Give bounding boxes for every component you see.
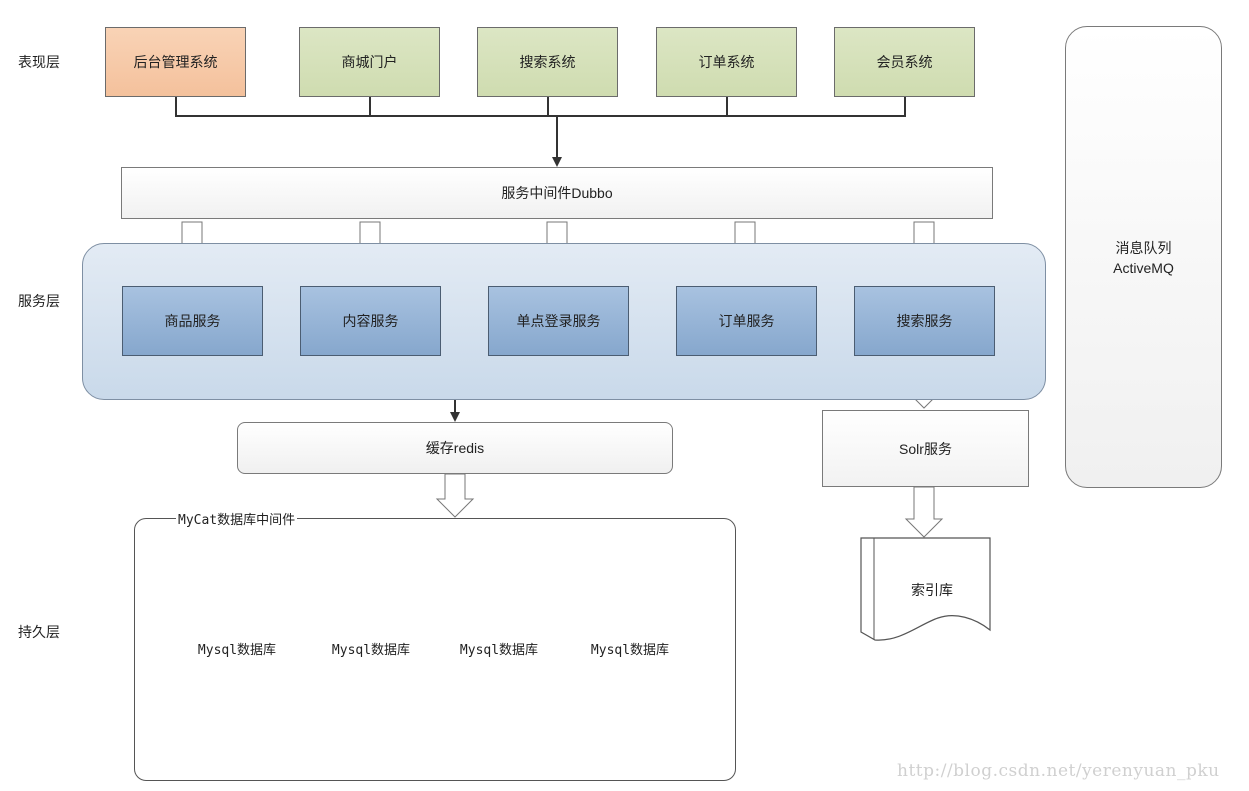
message-queue-product: ActiveMQ [1113, 260, 1174, 276]
message-queue-label: 消息队列 [1115, 240, 1172, 256]
portal-system-box: 商城门户 [299, 27, 440, 97]
mysql-db-label-4: Mysql数据库 [590, 643, 670, 658]
message-queue-box: 消息队列 ActiveMQ [1065, 26, 1222, 488]
order-system-box: 订单系统 [656, 27, 797, 97]
dubbo-middleware-bar: 服务中间件Dubbo [121, 167, 993, 219]
layer-label-persistence: 持久层 [18, 624, 60, 640]
admin-system-box: 后台管理系统 [105, 27, 246, 97]
index-store-shape [860, 537, 991, 641]
member-system-box: 会员系统 [834, 27, 975, 97]
watermark-url: http://blog.csdn.net/yerenyuan_pku [897, 761, 1220, 781]
mysql-db-label-2: Mysql数据库 [331, 643, 411, 658]
search-service-box: 搜索服务 [854, 286, 995, 356]
product-service-box: 商品服务 [122, 286, 263, 356]
solr-to-index-arrow [904, 486, 944, 538]
layer-label-presentation: 表现层 [18, 54, 60, 70]
solr-service-box: Solr服务 [822, 410, 1029, 487]
redis-to-mycat-arrow [435, 473, 475, 518]
layer-label-service: 服务层 [18, 293, 60, 309]
order-service-box: 订单服务 [676, 286, 817, 356]
content-service-box: 内容服务 [300, 286, 441, 356]
search-system-box: 搜索系统 [477, 27, 618, 97]
mycat-frame [134, 518, 736, 781]
presentation-connector-line [175, 97, 906, 117]
mysql-db-label-1: Mysql数据库 [197, 643, 277, 658]
sso-service-box: 单点登录服务 [488, 286, 629, 356]
redis-cache-box: 缓存redis [237, 422, 673, 474]
mycat-label: MyCat数据库中间件 [176, 509, 298, 528]
mysql-db-label-3: Mysql数据库 [459, 643, 539, 658]
index-store-label: 索引库 [911, 582, 953, 598]
